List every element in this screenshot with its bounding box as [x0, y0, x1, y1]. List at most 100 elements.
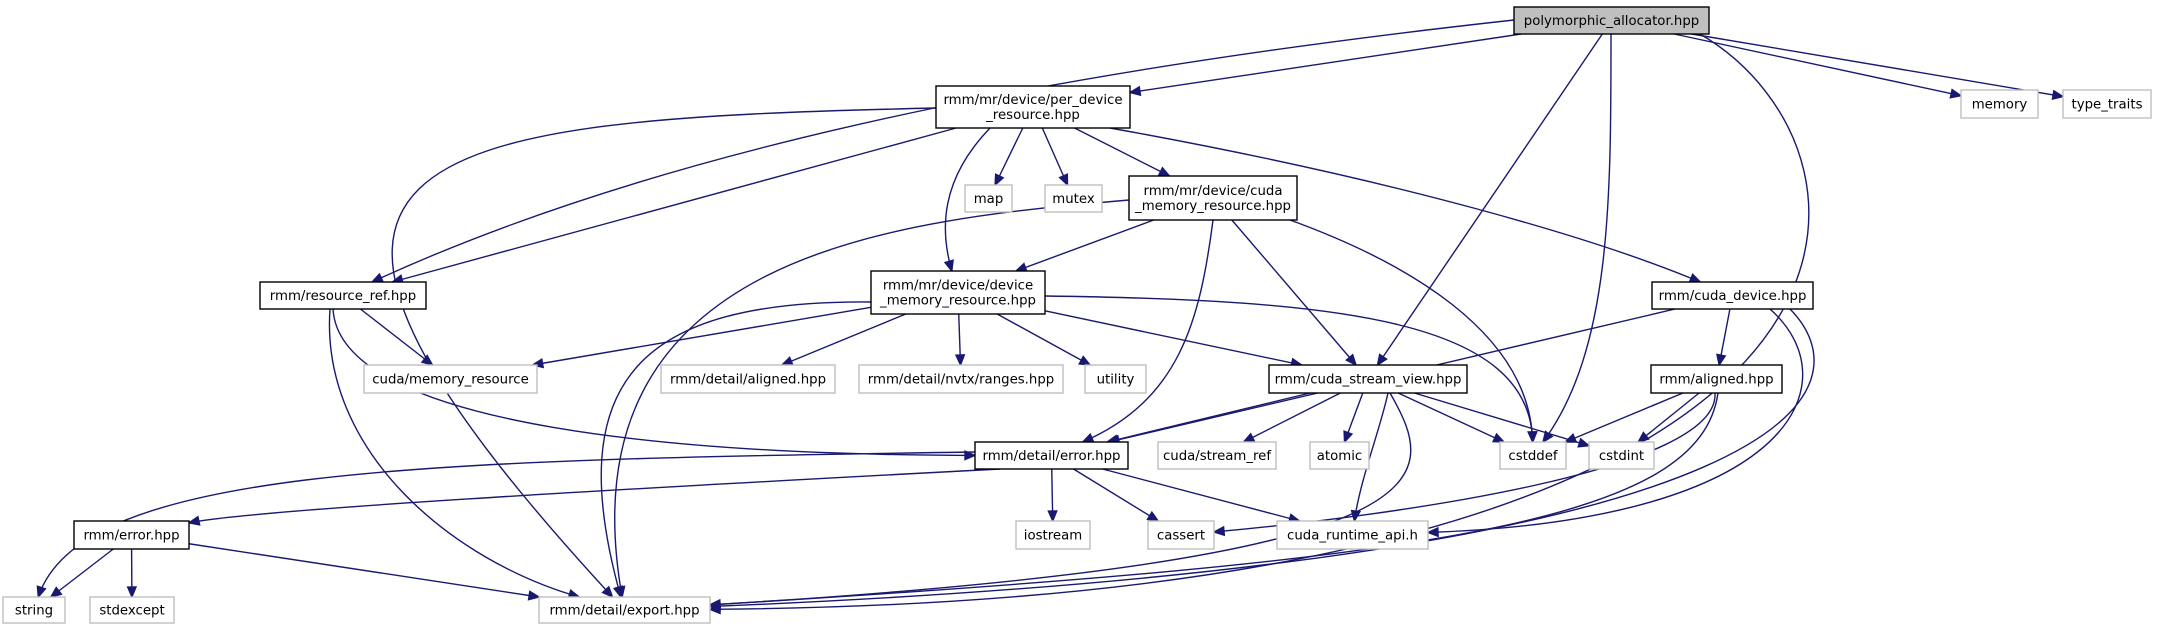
node-label: iostream	[1024, 529, 1082, 544]
node-label: type_traits	[2071, 98, 2142, 113]
edge-line	[359, 308, 433, 366]
arrowhead	[1716, 353, 1727, 367]
edge-line	[392, 127, 957, 283]
arrowhead	[1426, 526, 1439, 538]
node-polymorphic-allocator[interactable]: polymorphic_allocator.hpp	[1513, 6, 1710, 35]
edge-device_memory_resource-to-detail_aligned	[780, 313, 907, 366]
arrowhead	[1128, 85, 1142, 97]
edge-per_device_resource-to-map	[994, 127, 1024, 187]
node-label: atomic	[1317, 449, 1362, 464]
edge-polymorphic_allocator-to-memory	[1674, 33, 1963, 99]
edge-detail_error-to-rmm_error	[187, 468, 1001, 526]
node-label: rmm/detail/nvtx/ranges.hpp	[868, 373, 1054, 388]
edge-cuda_device-to-aligned	[1716, 308, 1731, 367]
node-box	[974, 441, 1129, 470]
edge-line	[1129, 33, 1522, 94]
node-box	[1015, 520, 1091, 550]
edge-detail_error-to-iostream	[1047, 468, 1058, 523]
node-cuda-stream-view[interactable]: rmm/cuda_stream_view.hpp	[1268, 364, 1468, 394]
arrowhead	[1636, 431, 1650, 444]
edge-line	[996, 313, 1091, 366]
node-atomic: atomic	[1309, 441, 1370, 470]
arrowhead	[708, 598, 721, 610]
edge-line	[1353, 392, 1389, 522]
node-cuda-runtime-api: cuda_runtime_api.h	[1276, 520, 1429, 550]
node-box	[1588, 441, 1655, 470]
edge-line	[1674, 33, 1962, 97]
edge-cuda_stream_view-to-cuda_stream_ref	[1242, 392, 1341, 443]
node-label: rmm/detail/export.hpp	[549, 604, 699, 619]
nodes-layer: polymorphic_allocator.hpp rmm/mr/device/p…	[2, 6, 2152, 624]
arrowhead	[780, 356, 794, 366]
node-box	[660, 364, 836, 394]
node-cstdint: cstdint	[1588, 441, 1655, 470]
node-export: rmm/detail/export.hpp	[538, 596, 711, 624]
edge-line	[1073, 468, 1159, 522]
arrowhead	[1577, 437, 1591, 448]
edge-line	[781, 313, 907, 366]
node-box	[73, 520, 190, 550]
node-iostream: iostream	[1015, 520, 1091, 550]
node-utility: utility	[1084, 364, 1147, 394]
node-cuda-memory-resource-ext: cuda/memory_resource	[363, 364, 538, 394]
edge-line	[50, 548, 114, 598]
arrowhead	[1078, 355, 1092, 366]
edge-device_memory_resource-to-export	[600, 301, 872, 599]
edge-line	[1082, 219, 1214, 443]
node-device-memory-resource[interactable]: rmm/mr/device/device_memory_resource.hpp	[870, 270, 1046, 315]
arrowhead	[1563, 433, 1578, 443]
node-resource-ref[interactable]: rmm/resource_ref.hpp	[259, 281, 427, 310]
edge-per_device_resource-to-export	[391, 107, 937, 599]
node-box	[858, 364, 1064, 394]
arrowhead	[964, 450, 977, 461]
edge-line	[1109, 127, 1701, 283]
arrowhead	[1212, 525, 1226, 537]
node-label: _memory_resource.hpp	[1134, 199, 1291, 214]
edge-cuda_device-to-cuda_runtime_api	[1426, 308, 1804, 538]
edge-rmm_error-to-stdexcept	[126, 548, 138, 599]
node-detail-error[interactable]: rmm/detail/error.hpp	[974, 441, 1129, 470]
edge-device_memory_resource-to-nvtx_ranges	[954, 313, 966, 367]
edge-per_device_resource-to-mutex	[1041, 127, 1069, 187]
node-memory: memory	[1960, 89, 2039, 119]
edge-line	[709, 392, 1412, 606]
edge-line	[709, 33, 1810, 611]
node-label: rmm/cuda_stream_view.hpp	[1275, 373, 1462, 388]
arrowhead	[1527, 431, 1538, 444]
node-box	[935, 85, 1131, 129]
edge-polymorphic_allocator-to-type_traits	[1691, 33, 2065, 100]
arrowhead	[1014, 262, 1028, 273]
arrowhead	[1146, 510, 1160, 522]
edge-line	[1691, 33, 2064, 98]
edge-line	[600, 301, 872, 598]
arrowhead	[1242, 432, 1256, 443]
node-label: _memory_resource.hpp	[879, 294, 1036, 309]
edge-per_device_resource-to-cuda_memory_resource	[1074, 127, 1172, 177]
edge-cuda_memory_resource-to-device_memory_resource	[1014, 219, 1154, 273]
node-cuda-device[interactable]: rmm/cuda_device.hpp	[1651, 281, 1814, 310]
node-box	[1044, 184, 1103, 213]
node-label: cassert	[1157, 529, 1205, 544]
node-label: cuda_runtime_api.h	[1287, 529, 1418, 544]
node-box	[1651, 281, 1814, 310]
edge-resource_ref-to-cuda_memory_resource_ext	[359, 308, 434, 367]
edge-line	[1243, 392, 1341, 443]
arrowhead	[1047, 510, 1058, 523]
node-per-device-resource[interactable]: rmm/mr/device/per_device_resource.hpp	[935, 85, 1131, 129]
node-label: rmm/cuda_device.hpp	[1659, 289, 1807, 304]
node-label: string	[15, 604, 53, 619]
node-box	[1157, 441, 1277, 470]
node-cuda-memory-resource[interactable]: rmm/mr/device/cuda_memory_resource.hpp	[1128, 175, 1298, 221]
edge-aligned-to-cstddef	[1563, 392, 1684, 443]
edge-device_memory_resource-to-cuda_memory_resource_ext	[530, 306, 872, 369]
node-box	[1128, 175, 1298, 221]
node-rmm-error[interactable]: rmm/error.hpp	[73, 520, 190, 550]
node-label: rmm/mr/device/device	[883, 279, 1033, 294]
node-aligned[interactable]: rmm/aligned.hpp	[1650, 364, 1783, 394]
edge-detail_error-to-cassert	[1073, 468, 1160, 522]
node-box	[1084, 364, 1147, 394]
node-label: cstdint	[1599, 449, 1644, 464]
edge-detail_error-to-cuda_runtime_api	[1102, 468, 1302, 524]
arrowhead	[1081, 432, 1095, 443]
edge-cuda_memory_resource-to-detail_error	[1081, 219, 1214, 443]
